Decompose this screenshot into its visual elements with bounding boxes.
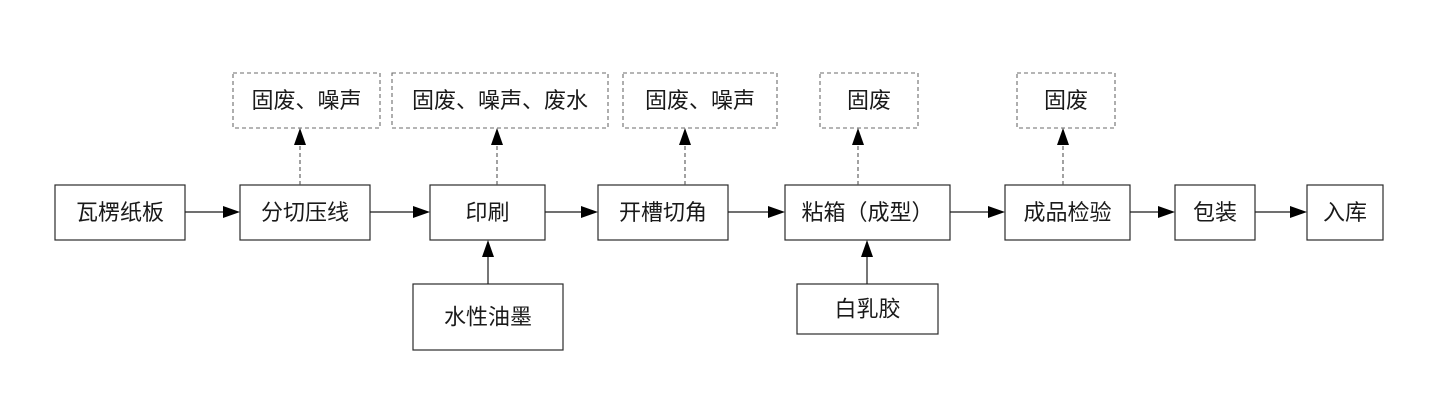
arrowhead-icon — [581, 206, 598, 218]
emission-arrows — [294, 128, 1069, 185]
emission-arrow — [491, 128, 503, 185]
step-box — [429, 184, 546, 241]
flow-arrows — [185, 206, 1307, 218]
flow-arrow — [1130, 206, 1175, 218]
flow-arrow — [370, 206, 430, 218]
arrowhead-icon — [1290, 206, 1307, 218]
input-label: 水性油墨 — [444, 305, 532, 330]
step-label: 包装 — [1193, 200, 1237, 225]
emission-label: 固废 — [847, 88, 891, 113]
emissions: 固废、噪声 固废、噪声、废水 固废、噪声 固废 固废 — [232, 72, 1116, 129]
arrowhead-icon — [768, 206, 785, 218]
emission-printing: 固废、噪声、废水 — [391, 72, 609, 129]
emission-slitting: 固废、噪声 — [232, 72, 381, 129]
flow-arrow — [185, 206, 240, 218]
step-box-gluing: 粘箱（成型） — [784, 184, 951, 241]
step-box — [1004, 184, 1131, 241]
main-flow: 瓦楞纸板 分切压线 印刷 开槽切角 粘箱（成型） 成品检验 包装 入库 — [54, 184, 1384, 241]
arrowhead-icon — [413, 206, 430, 218]
step-warehousing: 入库 — [1306, 184, 1384, 241]
step-box — [239, 184, 371, 241]
step-box — [597, 184, 729, 241]
step-box — [1306, 184, 1384, 241]
step-label: 入库 — [1323, 200, 1367, 225]
input-arrows — [482, 240, 873, 284]
emission-arrow — [294, 128, 306, 185]
step-inspection: 成品检验 — [1004, 184, 1131, 241]
step-box — [54, 184, 186, 241]
flow-arrow — [545, 206, 598, 218]
input-label: 白乳胶 — [834, 297, 900, 322]
arrowhead-icon — [491, 128, 503, 145]
input-glue: 白乳胶 — [796, 283, 939, 335]
arrowhead-icon — [988, 206, 1005, 218]
emission-box — [1016, 72, 1116, 129]
arrowhead-icon — [223, 206, 240, 218]
arrowhead-icon — [294, 128, 306, 145]
step-label: 成品检验 — [1023, 200, 1111, 225]
arrowhead-icon — [482, 240, 494, 257]
emission-label: 固废、噪声 — [251, 88, 361, 113]
emission-label: 固废、噪声、废水 — [412, 88, 588, 113]
step-corrugated-board: 瓦楞纸板 — [54, 184, 186, 241]
arrowhead-icon — [852, 128, 864, 145]
step-label: 分切压线 — [261, 200, 349, 225]
emission-box — [622, 72, 778, 129]
arrowhead-icon — [1057, 128, 1069, 145]
input-arrow — [482, 240, 494, 284]
step-label: 粘箱（成型） — [801, 200, 933, 225]
arrowhead-icon — [679, 128, 691, 145]
emission-label: 固废 — [1044, 88, 1088, 113]
emission-slotting: 固废、噪声 — [622, 72, 778, 129]
emission-gluing: 固废 — [819, 72, 919, 129]
emission-label: 固废、噪声 — [645, 88, 755, 113]
flow-arrow — [728, 206, 785, 218]
flow-arrow — [1255, 206, 1307, 218]
arrowhead-icon — [861, 240, 873, 257]
emission-arrow — [679, 128, 691, 185]
emission-arrow — [1057, 128, 1069, 185]
emission-box — [819, 72, 919, 129]
emission-inspection: 固废 — [1016, 72, 1116, 129]
step-label: 瓦楞纸板 — [76, 200, 164, 225]
input-ink: 水性油墨 — [412, 283, 564, 351]
step-label: 开槽切角 — [619, 200, 707, 225]
step-packaging: 包装 — [1174, 184, 1256, 241]
emission-box — [232, 72, 381, 129]
input-arrow — [861, 240, 873, 284]
inputs: 水性油墨 白乳胶 — [412, 283, 939, 351]
emission-arrow — [852, 128, 864, 185]
step-slitting-creasing: 分切压线 — [239, 184, 371, 241]
step-label: 印刷 — [465, 200, 509, 225]
step-printing: 印刷 — [429, 184, 546, 241]
step-box — [784, 184, 951, 241]
emission-box — [391, 72, 609, 129]
step-box — [1174, 184, 1256, 241]
flow-arrow — [950, 206, 1005, 218]
step-slotting-corner-cutting: 开槽切角 — [597, 184, 729, 241]
arrowhead-icon — [1158, 206, 1175, 218]
